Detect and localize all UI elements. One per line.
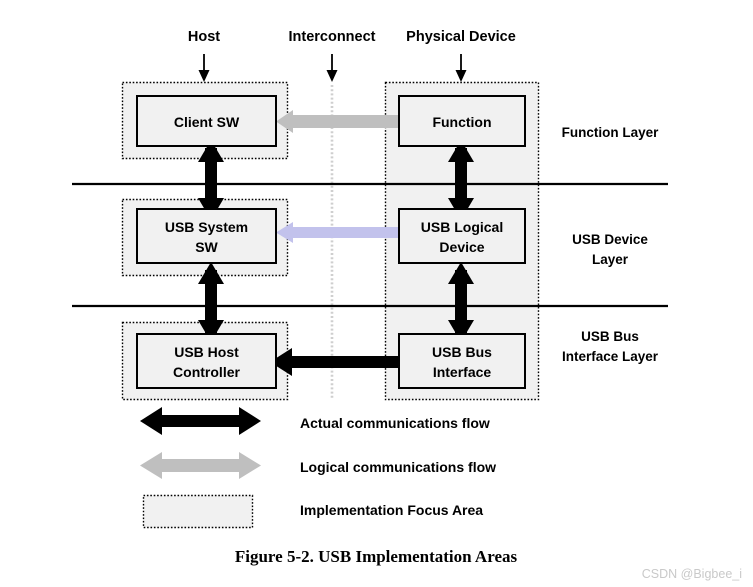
legend-icon-shaded-box [142, 494, 254, 529]
column-header-interconnect: Interconnect [288, 29, 375, 45]
entity-label-usb-host-controller-line1: USB Host [174, 344, 239, 360]
entry-arrow-interconnect [326, 54, 338, 82]
column-header-physical-device: Physical Device [406, 29, 516, 45]
figure-caption: Figure 5-2. USB Implementation Areas [235, 547, 518, 566]
layer-label-usb-device-layer-line1: USB Device [572, 232, 648, 247]
entity-label-usb-bus-interface-line1: USB Bus [432, 344, 492, 360]
entry-arrow-host [198, 54, 210, 82]
legend-label-focus-area: Implementation Focus Area [300, 502, 483, 518]
column-header-host: Host [188, 29, 220, 45]
entity-label-function: Function [432, 114, 491, 130]
legend-item-logical-flow: Logical communications flow [140, 452, 496, 479]
legend-item-focus-area: Implementation Focus Area [142, 494, 483, 529]
entity-label-usb-logical-device-line1: USB Logical [421, 219, 503, 235]
legend-item-actual-flow: Actual communications flow [140, 407, 490, 435]
entity-box-client-sw: Client SW [136, 95, 277, 147]
legend-label-actual-flow: Actual communications flow [300, 415, 490, 431]
legend-icon-gray-double-arrow [140, 452, 261, 479]
arrow-usb-system-sw-usb-host-controller [198, 262, 224, 342]
watermark-text: CSDN @Bigbee_i [642, 567, 742, 581]
legend-icon-black-double-arrow [140, 407, 261, 435]
layer-label-usb-device-layer-line2: Layer [592, 252, 629, 267]
entity-box-function: Function [398, 95, 526, 147]
layer-label-usb-bus-interface-layer-line2: Interface Layer [562, 349, 659, 364]
entity-box-usb-system-sw: USB System SW [136, 208, 277, 264]
entity-label-usb-host-controller-line2: Controller [173, 364, 240, 380]
legend-label-logical-flow: Logical communications flow [300, 459, 496, 475]
entity-label-client-sw: Client SW [174, 114, 240, 130]
entity-box-usb-bus-interface: USB Bus Interface [398, 333, 526, 389]
entity-label-usb-system-sw-line2: SW [195, 239, 218, 255]
layer-label-usb-bus-interface-layer-line1: USB Bus [581, 329, 639, 344]
entry-arrow-physical-device [455, 54, 467, 82]
entity-label-usb-logical-device-line2: Device [439, 239, 484, 255]
layer-label-function-layer: Function Layer [562, 125, 660, 140]
entity-box-usb-logical-device: USB Logical Device [398, 208, 526, 264]
entity-label-usb-bus-interface-line2: Interface [433, 364, 492, 380]
arrow-usb-logical-device-usb-bus-interface [448, 262, 474, 342]
entity-box-usb-host-controller: USB Host Controller [136, 333, 277, 389]
entity-label-usb-system-sw-line1: USB System [165, 219, 248, 235]
